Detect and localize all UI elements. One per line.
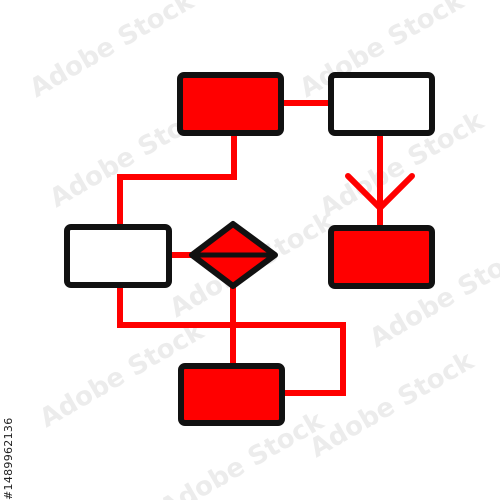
watermark-side-id: #1489962136 <box>2 417 15 500</box>
connector-topleft-to-middleleft <box>117 131 237 231</box>
process-box-bottom <box>178 363 285 426</box>
process-box-middle-right <box>328 225 435 289</box>
connector-middleleft-to-bottom <box>117 282 346 396</box>
process-box-top-left <box>177 72 284 136</box>
arrow-down-icon <box>345 173 415 211</box>
connector-lines <box>117 100 383 396</box>
process-box-middle-left <box>64 224 172 288</box>
decision-diamond <box>189 221 278 289</box>
process-box-top-right <box>328 72 435 136</box>
